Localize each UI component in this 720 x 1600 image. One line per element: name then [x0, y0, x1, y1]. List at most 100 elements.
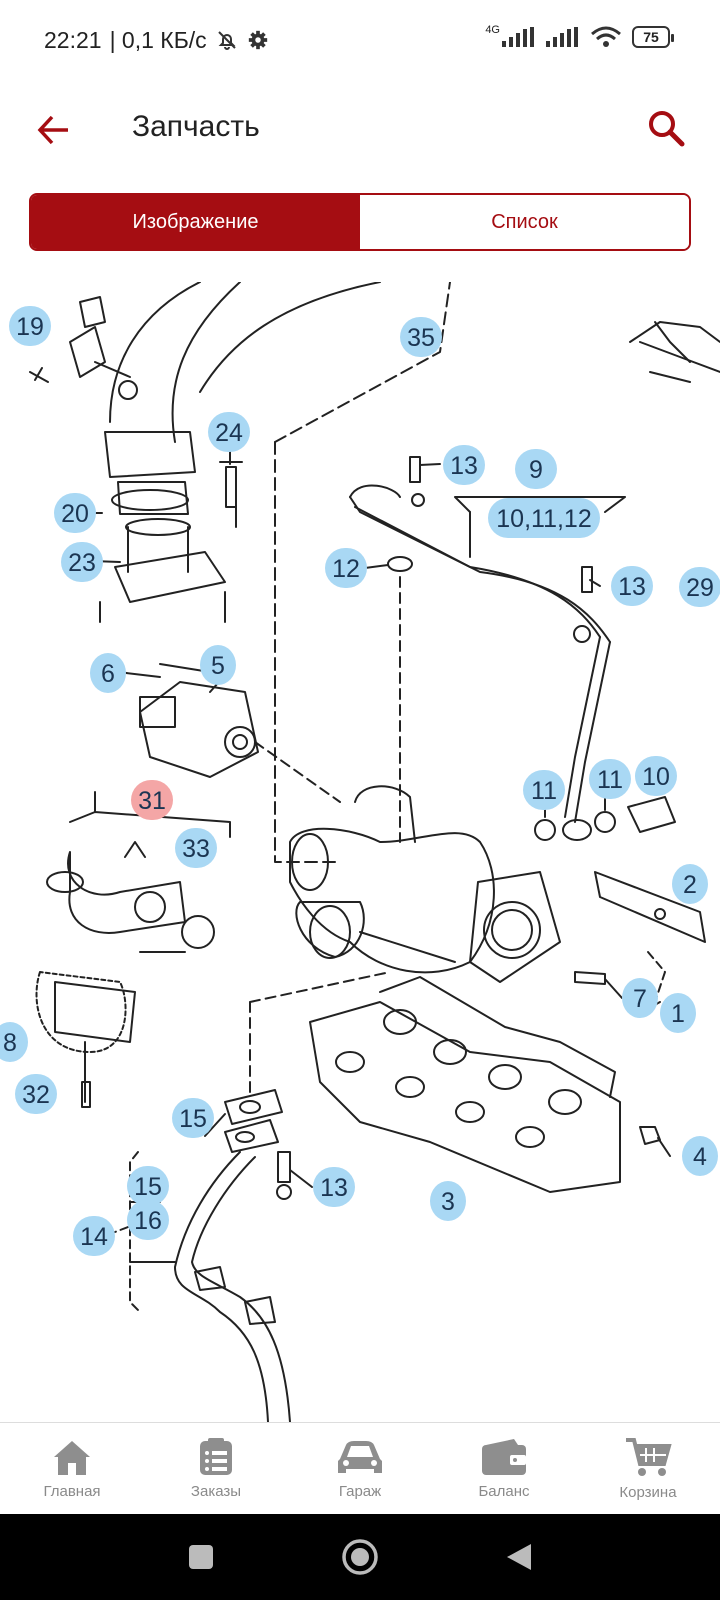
callout-c7[interactable]: 7: [622, 978, 658, 1018]
callout-label: 2: [683, 871, 697, 899]
callout-c5[interactable]: 5: [200, 645, 236, 685]
app-bar: Запчасть: [0, 80, 720, 180]
nav-item-cart[interactable]: Корзина: [576, 1423, 720, 1514]
callout-c13c[interactable]: 13: [313, 1167, 355, 1207]
callout-bubble: [622, 978, 658, 1018]
callout-label: 4: [693, 1143, 707, 1171]
bell-off-icon: [217, 31, 236, 50]
callout-c3[interactable]: 3: [430, 1181, 466, 1221]
callout-c10-11-12[interactable]: 10,11,12: [488, 498, 600, 538]
status-time: 22:21: [44, 26, 102, 53]
nav-label: Корзина: [619, 1484, 677, 1501]
callout-label: 15: [134, 1173, 162, 1201]
gear-icon: [248, 30, 267, 50]
callout-bubble: [635, 756, 677, 796]
callout-bubble: [400, 317, 442, 357]
callout-bubble: [313, 1167, 355, 1207]
callout-c24[interactable]: 24: [208, 412, 250, 452]
callout-bubble: [589, 759, 631, 799]
status-speed: | 0,1 КБ/с: [109, 26, 207, 53]
nav-label: Баланс: [478, 1483, 530, 1500]
callout-c35[interactable]: 35: [400, 317, 442, 357]
callout-c23[interactable]: 23: [61, 542, 103, 582]
view-toggle: Изображение Список: [29, 193, 691, 251]
callout-c16[interactable]: 16: [127, 1200, 169, 1240]
callout-c11a[interactable]: 11: [523, 770, 565, 810]
callout-c2[interactable]: 2: [672, 864, 708, 904]
callout-label: 10: [642, 763, 670, 791]
callout-label: 11: [531, 777, 557, 805]
system-nav-bar: [0, 1514, 720, 1600]
callout-c6[interactable]: 6: [90, 653, 126, 693]
callout-label: 16: [134, 1207, 162, 1235]
recent-apps-button[interactable]: [188, 1544, 214, 1570]
callout-bubble: [208, 412, 250, 452]
callout-c9[interactable]: 9: [515, 449, 557, 489]
orders-icon: [200, 1438, 232, 1475]
callout-bubble: [61, 542, 103, 582]
nav-item-home[interactable]: Главная: [0, 1423, 144, 1514]
callout-c14[interactable]: 14: [73, 1216, 115, 1256]
callout-c33[interactable]: 33: [175, 828, 217, 868]
tab-image[interactable]: Изображение: [31, 195, 360, 249]
callout-label: 8: [3, 1029, 17, 1057]
callout-c19[interactable]: 19: [9, 306, 51, 346]
page-title: Запчасть: [132, 110, 260, 143]
callout-bubble: [443, 445, 485, 485]
callout-c13b[interactable]: 13: [611, 566, 653, 606]
nav-item-orders[interactable]: Заказы: [144, 1423, 288, 1514]
back-button[interactable]: [505, 1542, 533, 1572]
callout-bubble: [488, 498, 600, 538]
callout-bubble: [73, 1216, 115, 1256]
callout-c4[interactable]: 4: [682, 1136, 718, 1176]
callout-label: 15: [179, 1105, 207, 1133]
nav-item-garage[interactable]: Гараж: [288, 1423, 432, 1514]
home-button[interactable]: [341, 1538, 379, 1576]
callout-c11b[interactable]: 11: [589, 759, 631, 799]
callout-bubble: [131, 780, 173, 820]
callout-bubble: [127, 1166, 169, 1206]
callout-bubble: [523, 770, 565, 810]
callout-c31[interactable]: 31: [131, 780, 173, 820]
callout-label: 31: [138, 787, 166, 815]
callout-c20[interactable]: 20: [54, 493, 96, 533]
callout-bubble: [172, 1098, 214, 1138]
callout-label: 24: [215, 419, 243, 447]
battery-icon: 75: [632, 26, 674, 48]
search-icon[interactable]: [646, 108, 686, 148]
callout-c10[interactable]: 10: [635, 756, 677, 796]
callout-bubble: [127, 1200, 169, 1240]
callout-c15a[interactable]: 15: [172, 1098, 214, 1138]
callout-c15b[interactable]: 15: [127, 1166, 169, 1206]
callout-label: 13: [320, 1174, 348, 1202]
callout-bubble: [90, 653, 126, 693]
network-type: 4G: [485, 24, 500, 36]
callout-bubble: [515, 449, 557, 489]
callout-label: 6: [101, 660, 115, 688]
callout-label: 10,11,12: [496, 505, 591, 533]
callout-c8[interactable]: 8: [0, 1022, 28, 1062]
callout-c1[interactable]: 1: [660, 993, 696, 1033]
callout-label: 33: [182, 835, 210, 863]
tab-list[interactable]: Список: [360, 195, 689, 249]
callout-label: 14: [80, 1223, 108, 1251]
back-arrow-icon[interactable]: [34, 110, 74, 150]
cart-icon: [626, 1438, 672, 1476]
parts-diagram-drawing: 19352413910,11,1220231213296511111031332…: [0, 282, 720, 1422]
callout-label: 13: [618, 573, 646, 601]
wifi-icon: [591, 26, 621, 47]
callout-bubble: [54, 493, 96, 533]
callout-c32[interactable]: 32: [15, 1074, 57, 1114]
callout-c12[interactable]: 12: [325, 548, 367, 588]
callout-bubble: [430, 1181, 466, 1221]
callout-label: 32: [22, 1081, 50, 1109]
nav-item-balance[interactable]: Баланс: [432, 1423, 576, 1514]
callout-label: 13: [450, 452, 478, 480]
home-icon: [54, 1441, 90, 1475]
callout-c13a[interactable]: 13: [443, 445, 485, 485]
signal-icon: [502, 27, 534, 47]
callout-bubble: [0, 1022, 28, 1062]
callout-c29[interactable]: 29: [679, 567, 720, 607]
callout-bubble: [611, 566, 653, 606]
